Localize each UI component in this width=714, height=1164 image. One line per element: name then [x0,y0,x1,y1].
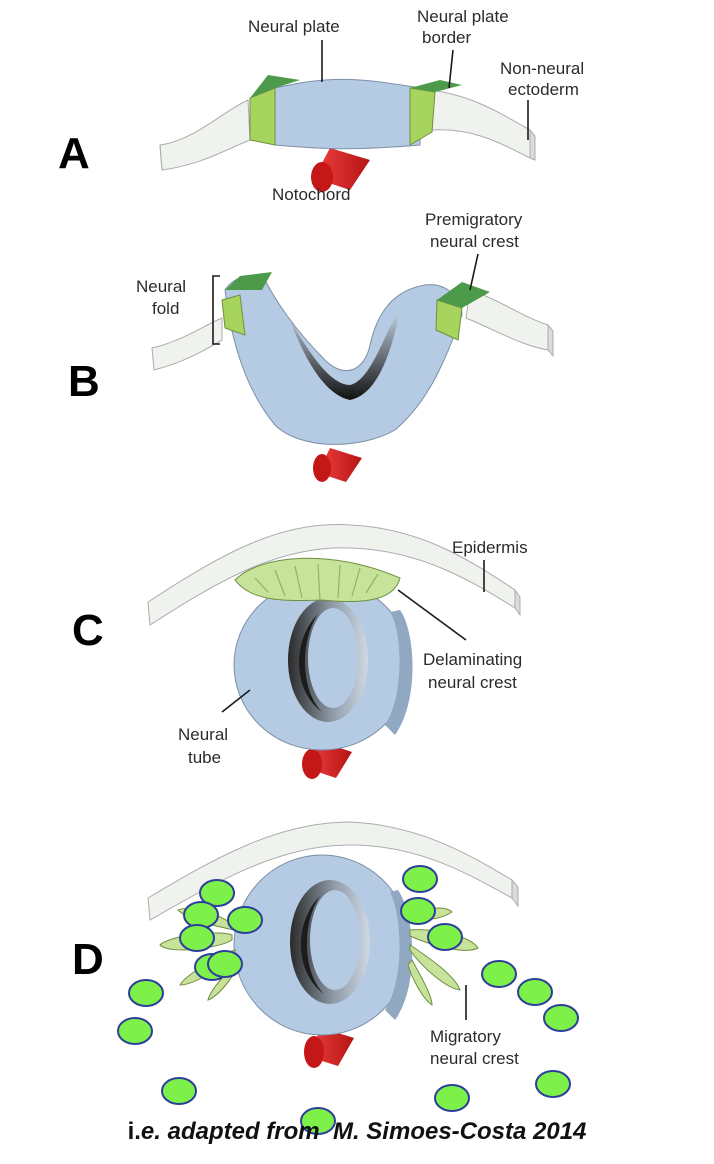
cell-3 [227,906,263,934]
label-non-neural-line2: ectoderm [508,80,579,99]
delaminating-neural-crest-cluster [234,557,401,603]
notochord-a [311,148,370,192]
ectoderm-right-b [465,289,554,358]
cell-17 [535,1070,571,1098]
neural-tube-c [233,579,413,751]
label-neural-plate-border-line1: Neural plate [417,7,509,26]
label-delaminating-line1: Delaminating [423,650,522,669]
cell-12 [400,897,436,925]
label-epidermis: Epidermis [452,538,528,557]
non-neural-ectoderm-left-a [159,99,251,171]
cell-4 [179,924,215,952]
leader-premigratory [469,253,479,291]
cell-10 [300,1107,336,1135]
notochord-d [304,1028,354,1068]
label-neural-fold-line2: fold [152,299,179,318]
leader-delaminating [397,589,467,641]
credit-author: M. Simoes-Costa 2014 [332,1118,587,1145]
label-migratory-line1: Migratory [430,1027,501,1046]
cell-2 [183,901,219,929]
non-neural-ectoderm-right-a [429,89,536,161]
ectoderm-left-b [151,317,223,371]
panel-c: C Epidermis Delaminating neural crest Ne… [72,524,528,779]
cell-13 [427,923,463,951]
leader-neural-tube [221,689,251,713]
label-neural-plate-border-line2: border [422,28,471,47]
cell-18 [434,1084,470,1112]
cell-14 [481,960,517,988]
panel-d: D Migratory neural crest [72,821,579,1135]
epidermis-c [147,524,521,626]
notochord-c [302,742,352,779]
cell-7 [128,979,164,1007]
notochord-b [313,448,362,482]
figure-credit: i.e. adapted from M. Simoes-Costa 2014 [0,1118,714,1146]
cell-16 [543,1004,579,1032]
panel-letter-a: A [58,129,90,178]
premigratory-neural-crest-left-b [221,272,272,336]
neural-tube-d [233,854,413,1036]
label-neural-fold-line1: Neural [136,277,186,296]
neural-fold-bracket [212,275,220,345]
panel-b: B Neural fold Premigratory neural crest [68,210,554,482]
credit-italic: e. adapted from [140,1118,320,1145]
credit-prefix: i. [127,1118,141,1145]
label-notochord: Notochord [272,185,350,204]
label-neural-tube-line1: Neural [178,725,228,744]
label-non-neural-line1: Non-neural [500,59,584,78]
migratory-cells [117,865,579,1135]
cell-15 [517,978,553,1006]
label-neural-plate: Neural plate [248,17,340,36]
label-migratory-line2: neural crest [430,1049,519,1068]
cell-8 [117,1017,153,1045]
epidermis-d [147,821,519,921]
panel-letter-c: C [72,606,104,655]
cell-1 [199,879,235,907]
label-premigratory-line2: neural crest [430,232,519,251]
label-premigratory-line1: Premigratory [425,210,523,229]
neural-plate-border-left-a [249,75,300,146]
cell-11 [402,865,438,893]
panel-a: A Neural plate Neural plate border Non-n… [58,7,584,204]
premigratory-neural-crest-right-b [435,282,490,341]
label-neural-tube-line2: tube [188,748,221,767]
panel-letter-b: B [68,357,100,406]
cell-6 [207,950,243,978]
neural-plate-a [274,78,421,150]
neural-fold-b [224,275,463,445]
panel-letter-d: D [72,935,104,984]
cell-9 [161,1077,197,1105]
label-delaminating-line2: neural crest [428,673,517,692]
leader-neural-plate-border [448,49,454,89]
